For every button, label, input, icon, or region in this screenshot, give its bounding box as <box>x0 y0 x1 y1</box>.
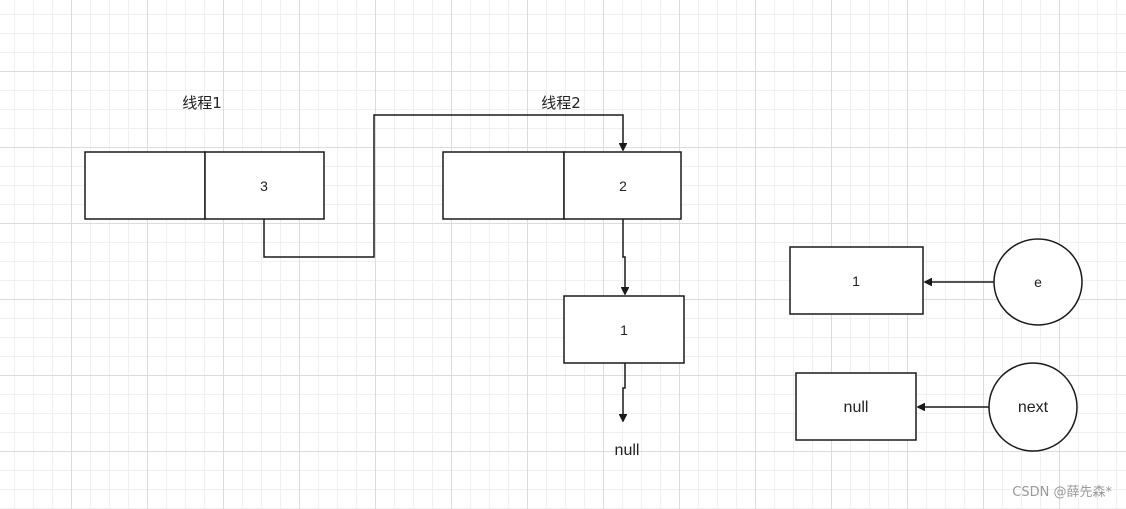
edge-2-to-1 <box>623 219 625 294</box>
thread1-label: 线程1 <box>182 94 222 112</box>
thread1-left-cell <box>84 151 206 220</box>
thread1-node: 3 <box>84 151 325 220</box>
pointer-e: e <box>993 238 1083 326</box>
edge-1-to-null <box>623 363 625 421</box>
thread2-left-cell <box>442 151 565 220</box>
pointer-next-target-box <box>795 372 917 441</box>
watermark: CSDN @薛先森* <box>1012 485 1112 500</box>
pointer-e-target: 1 <box>789 246 924 315</box>
pointer-next: next <box>988 362 1078 452</box>
thread2-node: 2 <box>442 151 682 220</box>
thread1-right-cell <box>204 151 325 220</box>
pointer-next-target: null <box>795 372 917 441</box>
thread2-right-cell <box>563 151 682 220</box>
edge-thread1-to-thread2 <box>263 114 623 258</box>
chain-node-text: 1 <box>620 322 628 338</box>
pointer-e-text: e <box>1034 274 1042 290</box>
chain-terminal-null: null <box>615 442 640 459</box>
pointer-next-target-text: null <box>844 399 869 416</box>
thread2-right-cell-text: 2 <box>619 178 627 194</box>
thread2-label: 线程2 <box>541 94 581 112</box>
pointer-e-target-text: 1 <box>852 273 860 289</box>
thread1-right-cell-text: 3 <box>260 178 268 194</box>
chain-node: 1 <box>563 295 685 364</box>
chain-node-box <box>563 295 685 364</box>
pointer-next-text: next <box>1018 399 1049 416</box>
pointer-e-target-box <box>789 246 924 315</box>
